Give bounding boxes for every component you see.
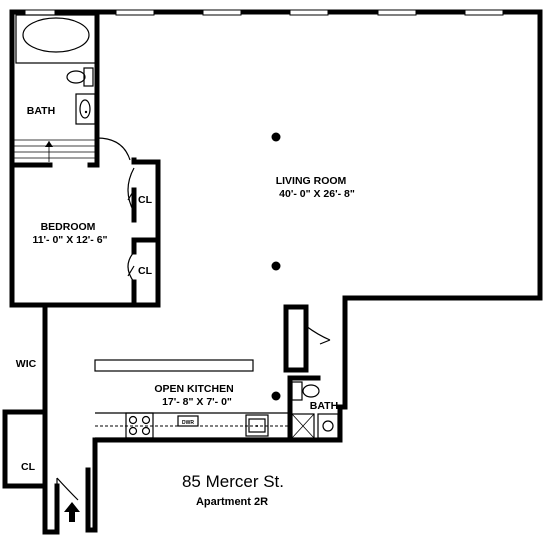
kitchen-size: 17'- 8" X 7'- 0" <box>162 396 232 408</box>
closet-1-label: CL <box>138 194 153 206</box>
stove-icon <box>125 412 154 439</box>
sink-icon <box>245 414 269 437</box>
door-swing-icon <box>56 137 331 501</box>
exterior-walls <box>2 9 543 535</box>
dishwasher-label: DWR <box>182 420 194 426</box>
columns <box>271 132 281 401</box>
wic-label: WIC <box>16 358 37 370</box>
windows <box>24 9 504 16</box>
bedroom-label: BEDROOM <box>41 221 96 233</box>
room-labels: LIVING ROOM 40'- 0" X 26'- 8" BEDROOM 11… <box>16 105 355 473</box>
closet-entry-label: CL <box>21 461 36 473</box>
bedroom-size: 11'- 0" X 12'- 6" <box>32 234 107 246</box>
address-street: 85 Mercer St. <box>182 472 284 491</box>
address-unit: Apartment 2R <box>196 496 268 508</box>
toilet-icon <box>66 67 94 87</box>
bath-kitchen-label: BATH <box>310 400 338 412</box>
column-icon <box>271 391 281 401</box>
bath-top-label: BATH <box>27 105 55 117</box>
bathtub-icon <box>15 14 97 64</box>
entrance-arrow-icon <box>64 502 80 522</box>
closet-2-label: CL <box>138 265 153 277</box>
kitchen-label: OPEN KITCHEN <box>154 383 233 395</box>
sink-icon <box>317 413 339 439</box>
column-icon <box>271 132 281 142</box>
toilet-icon <box>291 381 320 401</box>
living-room-label: LIVING ROOM <box>276 175 347 187</box>
stair-icon <box>12 139 97 162</box>
column-icon <box>271 261 281 271</box>
dishwasher-icon: DWR <box>177 415 199 427</box>
sink-icon <box>75 93 96 125</box>
kitchen-counter <box>94 359 288 439</box>
interior-walls <box>9 9 321 535</box>
shower-icon <box>291 413 315 439</box>
living-room-size: 40'- 0" X 26'- 8" <box>279 188 355 200</box>
